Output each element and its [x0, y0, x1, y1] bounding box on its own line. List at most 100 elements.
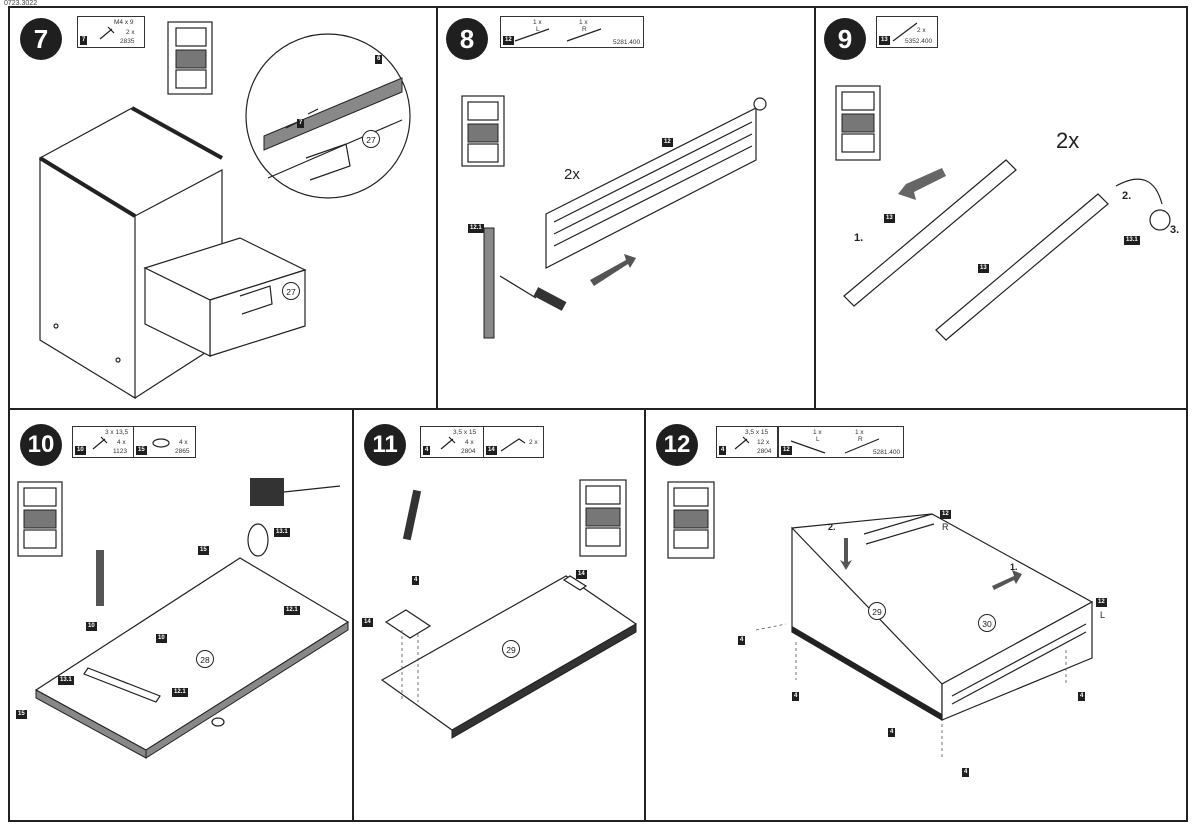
multiplier-label: 2x — [564, 166, 580, 183]
step-9-panel: 9 13 2 x 5352.400 2x 13 13 13.1 1. 2. 3. — [814, 6, 1188, 410]
document-code: 0723.3022 — [4, 0, 38, 7]
part-tag: 4 — [719, 446, 727, 455]
bracket-label: 12.1 — [468, 224, 484, 233]
part-code: 5281.400 — [873, 449, 901, 456]
part-left-side: L — [816, 436, 820, 443]
step-9-number: 9 — [824, 18, 866, 60]
shelf-clip-illustration — [380, 479, 638, 739]
part-left-qty: 1 x — [813, 429, 822, 436]
rail-label: 6 — [375, 55, 383, 64]
part-qty-b: 2 x — [529, 439, 538, 446]
step-10-parts-box: 10 3 x 13,5 4 x 1123 15 4 x 2865 — [72, 426, 196, 458]
screw-label: 4 — [412, 576, 420, 585]
part-qty: 4 x — [465, 439, 474, 446]
screw-icon — [99, 26, 115, 40]
drawer-box-illustration — [667, 481, 1094, 760]
part-tag-b: 14 — [486, 446, 497, 455]
screw-and-foot-icon — [92, 436, 170, 450]
screw-label-3: 4 — [888, 728, 896, 737]
part-qty: 2 x — [126, 29, 135, 36]
drawer-front-label: 27 — [362, 130, 380, 148]
part-left-qty: 1 x — [533, 19, 542, 26]
part-size: 3,5 x 15 — [453, 429, 477, 436]
panel-label: 29 — [502, 640, 520, 658]
part-code: 5281.400 — [613, 39, 641, 46]
step-12-number: 12 — [656, 424, 698, 466]
front-panel-label: 29 — [868, 602, 886, 620]
screw-label-1: 4 — [738, 636, 746, 645]
part-tag-b: 12 — [781, 446, 792, 455]
step-1-label: 1. — [854, 232, 864, 244]
screw-label-2: 4 — [792, 692, 800, 701]
part-qty: 12 x — [757, 439, 770, 446]
part-right-qty: 1 x — [855, 429, 864, 436]
part-tag: 4 — [423, 446, 431, 455]
part-size: 3,5 x 15 — [745, 429, 769, 436]
part-size: M4 x 9 — [114, 19, 134, 26]
rail-l-label: 12 — [1096, 598, 1107, 607]
step-10-panel: 10 10 3 x 13,5 4 x 1123 15 4 x 2865 15 1… — [8, 408, 354, 822]
screw-label-5: 4 — [1078, 692, 1086, 701]
foot-label-a: 15 — [198, 546, 209, 555]
part-tag: 13 — [879, 36, 890, 45]
step-7-panel: 7 7 M4 x 9 2 x 2835 6 7 27 27 — [8, 6, 438, 410]
screw-label: 7 — [297, 119, 305, 128]
part-code: 2835 — [120, 38, 135, 45]
part-code-b: 2865 — [175, 448, 190, 455]
step-9-parts-box: 13 2 x 5352.400 — [876, 16, 938, 48]
step-12-panel: 12 4 3,5 x 15 12 x 2804 12 1 x L 1 x R 5… — [644, 408, 1188, 822]
step-11-number: 11 — [364, 424, 406, 466]
cam-label-a: 13.1 — [274, 528, 290, 537]
step-11-panel: 11 4 3,5 x 15 4 x 2804 14 2 x 4 14 14 29 — [352, 408, 646, 822]
part-qty: 2 x — [917, 27, 926, 34]
screw-label-4: 4 — [962, 768, 970, 777]
part-tag: 7 — [80, 36, 88, 45]
screw-icon — [734, 436, 750, 450]
drawer-label: 27 — [282, 282, 300, 300]
rod-illustration — [835, 85, 1171, 341]
rod-label-b: 13 — [978, 264, 989, 273]
part-right-side: R — [858, 436, 863, 443]
step-7-number: 7 — [20, 18, 62, 60]
step-11-parts-box: 4 3,5 x 15 4 x 2804 14 2 x — [420, 426, 544, 458]
step-8-number: 8 — [446, 18, 488, 60]
step-8-parts-box: 12 1 x L 1 x R 5281.400 — [500, 16, 644, 48]
bottom-panel-label: 30 — [978, 614, 996, 632]
screw-label-b: 10 — [156, 634, 167, 643]
side-l-label: L — [1100, 610, 1106, 620]
step-2-label: 2. — [1122, 190, 1132, 202]
part-right-qty: 1 x — [579, 19, 588, 26]
step-1-label: 1. — [1010, 562, 1018, 572]
part-tag-b: 15 — [136, 446, 147, 455]
cam-label: 13.1 — [1124, 236, 1140, 245]
multiplier-label: 2x — [1056, 128, 1080, 153]
part-code: 1123 — [113, 448, 127, 455]
foot-label-b: 15 — [16, 710, 27, 719]
step-2-label: 2. — [828, 522, 836, 532]
part-tag: 12 — [503, 36, 514, 45]
side-r-label: R — [942, 522, 949, 532]
part-code: 2804 — [461, 448, 476, 455]
rail-icon — [514, 28, 602, 42]
part-size: 3 x 13,5 — [105, 429, 129, 436]
part-qty-b: 4 x — [179, 439, 188, 446]
clip-label-a: 14 — [576, 570, 587, 579]
step-12-parts-box-b: 12 1 x L 1 x R 5281.400 — [778, 426, 904, 458]
rail-r-label: 12 — [940, 510, 951, 519]
step-7-parts-box: 7 M4 x 9 2 x 2835 — [77, 16, 145, 48]
screw-label-a: 10 — [86, 622, 97, 631]
panel-label: 28 — [196, 650, 214, 668]
cabinet-drawer-illustration — [38, 21, 411, 400]
part-tag: 10 — [75, 446, 86, 455]
part-qty: 4 x — [117, 439, 126, 446]
cam-label-b: 13.1 — [58, 676, 74, 685]
bracket-label-b: 12.1 — [172, 688, 188, 697]
rod-label-a: 13 — [884, 214, 895, 223]
rail-assembly-illustration — [461, 95, 767, 339]
part-code: 2804 — [757, 448, 772, 455]
step-12-parts-box-a: 4 3,5 x 15 12 x 2804 — [716, 426, 778, 458]
step-8-panel: 8 12 1 x L 1 x R 5281.400 12 12.1 2x — [436, 6, 816, 410]
screw-and-clip-icon — [440, 436, 526, 452]
step-3-label: 3. — [1170, 224, 1180, 236]
rail-icon — [790, 438, 880, 454]
